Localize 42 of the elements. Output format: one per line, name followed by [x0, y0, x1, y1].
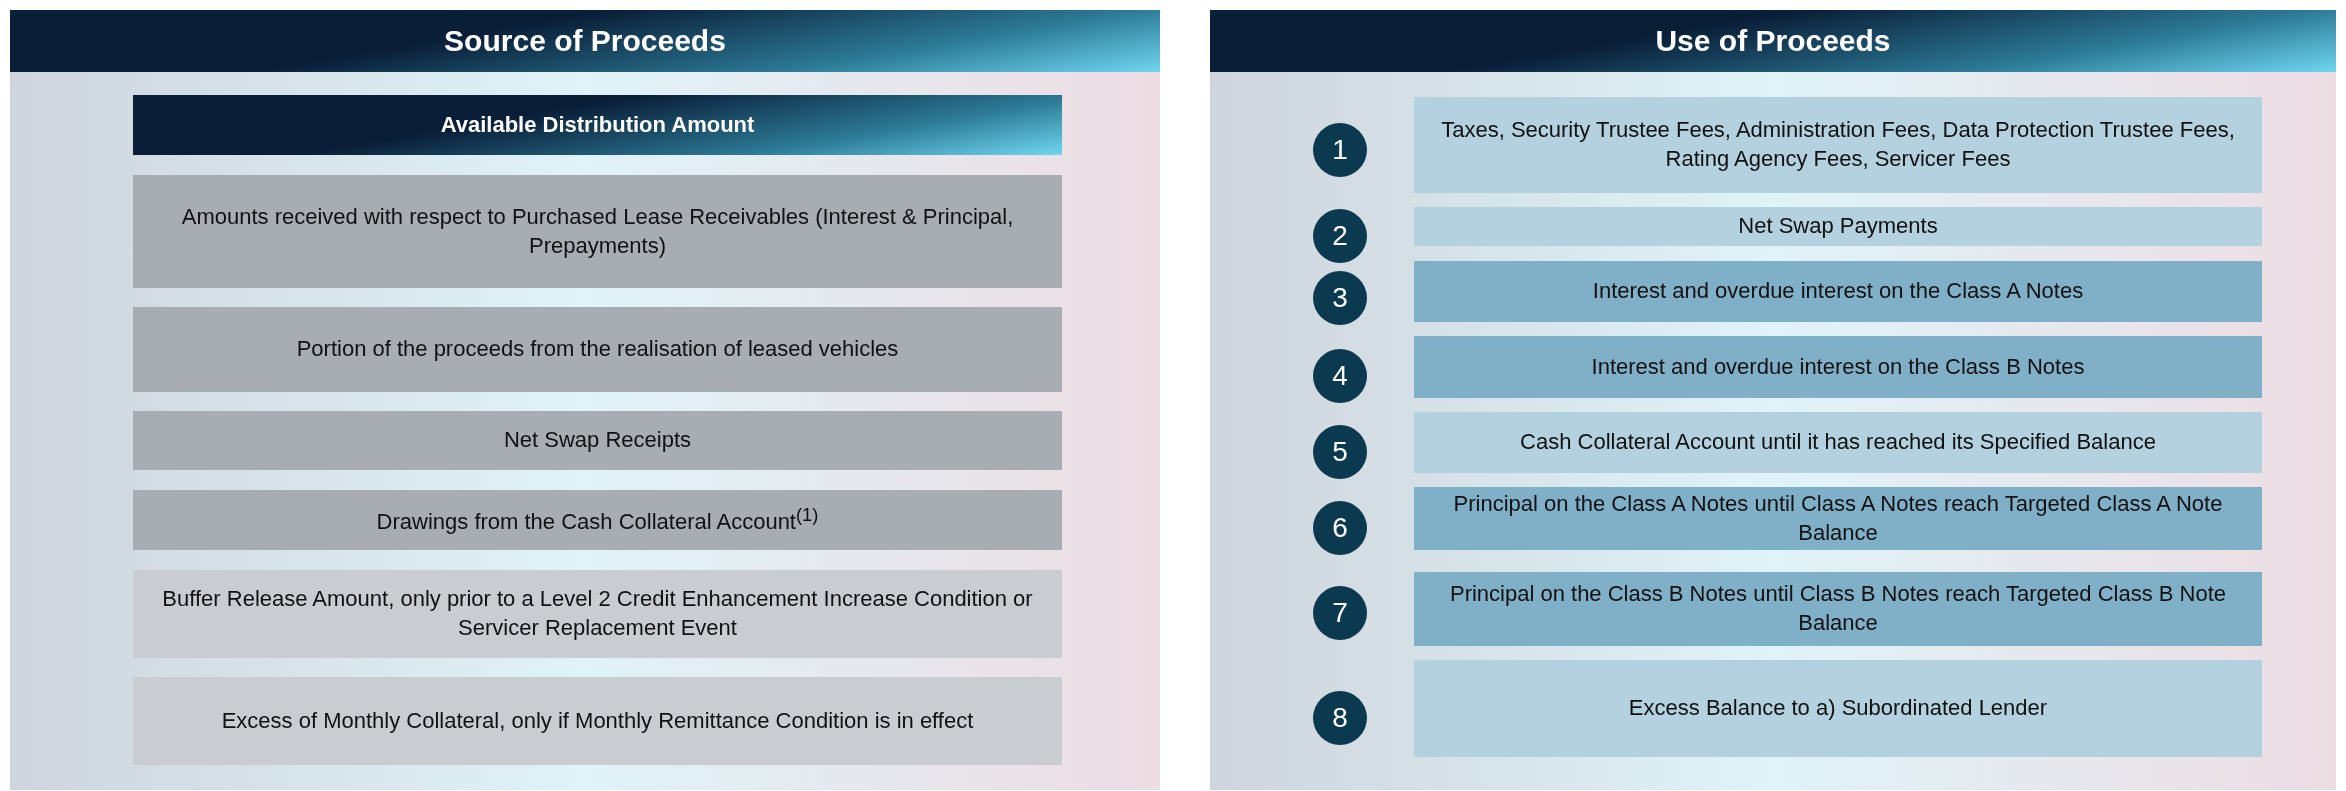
- box-text: Interest and overdue interest on the Class A Notes: [1591, 277, 2085, 306]
- source-box: [133, 570, 1062, 658]
- step-number: 6: [1313, 501, 1367, 555]
- box-text: Cash Collateral Account until it has reached its Specified Balance: [1519, 428, 2157, 457]
- use-box: [1414, 412, 2262, 473]
- step-number: 4: [1313, 349, 1367, 403]
- step-number: 8: [1313, 691, 1367, 745]
- step-number: 2: [1313, 209, 1367, 263]
- panel-background: [1210, 10, 2336, 790]
- box-text: Net Swap Payments: [1737, 212, 1939, 241]
- box-text: Buffer Release Amount, only prior to a Level 2 Credit Enhancement Increase Condition or Servicer Replacement Event: [161, 585, 1034, 642]
- box-text: Available Distribution Amount: [439, 110, 756, 139]
- use-box: [1414, 572, 2262, 646]
- step-number: 7: [1313, 586, 1367, 640]
- box-text: Interest and overdue interest on the Class B Notes: [1590, 352, 2086, 381]
- box-text: Drawings from the Cash Collateral Account$^{(1)}$: [375, 503, 820, 537]
- source-box: [133, 175, 1062, 288]
- panel-title: Source of Proceeds: [10, 10, 1160, 72]
- source-box: [133, 307, 1062, 392]
- box-text: Net Swap Receipts: [502, 426, 693, 455]
- use-box: [1414, 261, 2262, 322]
- box-text: Portion of the proceeds from the realisation of leased vehicles: [295, 335, 900, 364]
- use-box: [1414, 97, 2262, 193]
- box-text: Excess Balance to a) Subordinated Lender: [1627, 694, 2049, 723]
- source-box: [133, 677, 1062, 765]
- panel-background: [10, 10, 1160, 790]
- source-box: [133, 490, 1062, 550]
- step-number: 5: [1313, 425, 1367, 479]
- box-text: Principal on the Class A Notes until Class A Notes reach Targeted Class A Note Balance: [1452, 489, 2224, 547]
- box-text: Excess of Monthly Collateral, only if Monthly Remittance Condition is in effect: [220, 706, 975, 735]
- source-box: [133, 411, 1062, 470]
- box-text: Taxes, Security Trustee Fees, Administration Fees, Data Protection Trustee Fees, Rating Agency Fees, Servicer Fees: [1440, 116, 2236, 173]
- box-text: Principal on the Class B Notes until Class B Notes reach Targeted Class B Note Balance: [1448, 580, 2228, 637]
- use-box: [1414, 660, 2262, 757]
- panel-title: Use of Proceeds: [1210, 10, 2336, 72]
- step-number: 1: [1313, 123, 1367, 177]
- use-box: [1414, 207, 2262, 246]
- step-number: 3: [1313, 271, 1367, 325]
- use-box: [1414, 487, 2262, 550]
- header-bar: [133, 95, 1062, 155]
- use-box: [1414, 336, 2262, 398]
- box-text: Amounts received with respect to Purchased Lease Receivables (Interest & Principal, Prepayments): [180, 202, 1015, 260]
